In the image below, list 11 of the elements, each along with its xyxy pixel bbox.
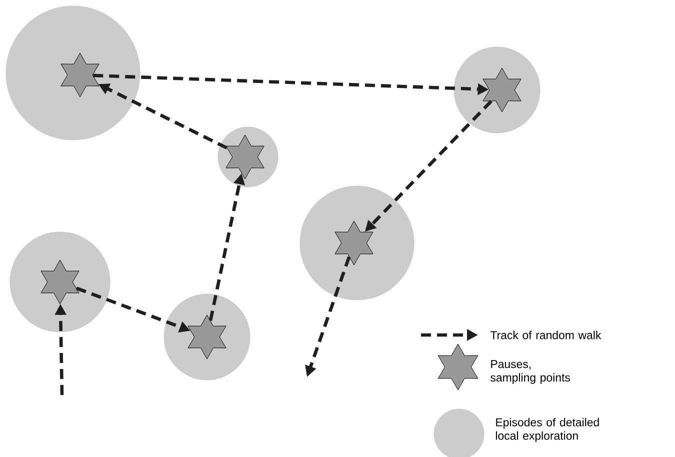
- star-marker: [482, 68, 522, 112]
- star-marker: [60, 52, 100, 98]
- legend-label: Track of random walk: [490, 330, 602, 340]
- star-marker: [40, 260, 80, 304]
- exploration-circle: [6, 6, 140, 140]
- star-marker: [334, 220, 374, 266]
- star-marker: [188, 314, 226, 360]
- star-marker: [226, 134, 264, 180]
- legend-label: Pauses, sampling points: [490, 360, 570, 384]
- exploration-circle: [300, 186, 414, 300]
- legend-label: Episodes of detailed local exploration: [496, 418, 599, 442]
